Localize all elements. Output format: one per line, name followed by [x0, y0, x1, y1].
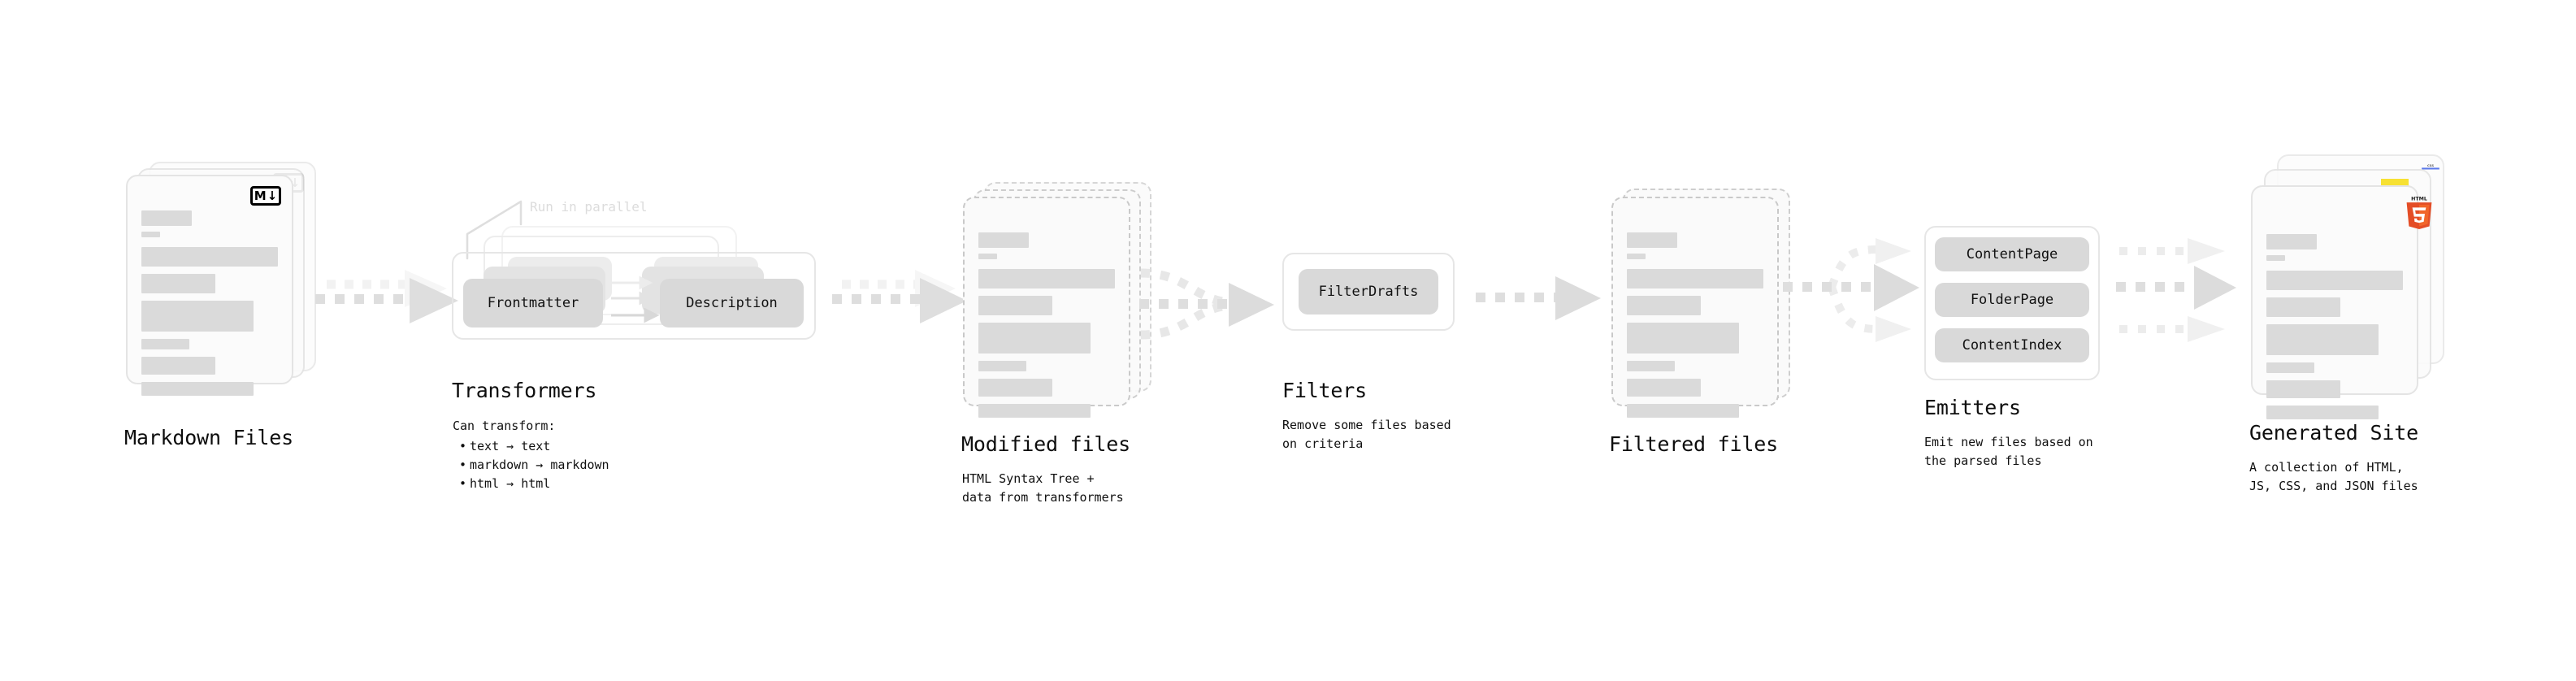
- transformer-inner-arrows: [611, 275, 660, 323]
- connector-modified-to-filters: [1139, 268, 1274, 340]
- modified-files-caption: HTML Syntax Tree + data from transformer…: [962, 471, 1124, 505]
- file-content-lines: [2266, 210, 2403, 419]
- markdown-icon: M ↓: [250, 186, 281, 206]
- run-in-parallel-label: Run in parallel: [530, 199, 648, 215]
- modified-file-front: [963, 197, 1130, 418]
- markdown-icon-letter: M: [254, 188, 267, 203]
- filters-group-box: [1282, 253, 1455, 331]
- stage-title-emitters: Emitters: [1924, 396, 2021, 419]
- stage-title-markdown-files: Markdown Files: [124, 426, 293, 449]
- parallel-brace: [466, 200, 523, 260]
- svg-text:CSS: CSS: [2427, 164, 2434, 167]
- file-content-lines: [1627, 221, 1763, 418]
- transform-item-text: text → text: [459, 437, 609, 456]
- generated-file-html: HTML: [2251, 185, 2432, 419]
- emitter-pill-folderpage[interactable]: FolderPage: [1935, 283, 2089, 317]
- transformer-pill-frontmatter[interactable]: Frontmatter: [463, 279, 603, 327]
- transformers-caption-list: text → text markdown → markdown html → h…: [459, 437, 609, 492]
- transformer-group-layer-1: [452, 252, 816, 340]
- transformer-pill-description[interactable]: Description: [660, 279, 804, 327]
- transform-item-markdown: markdown → markdown: [459, 456, 609, 475]
- emitter-pill-contentindex[interactable]: ContentIndex: [1935, 328, 2089, 362]
- svg-text:HTML: HTML: [2411, 196, 2427, 202]
- connector-filtered-to-emitters: [1783, 238, 1919, 342]
- stage-title-filters: Filters: [1282, 379, 1367, 402]
- stage-title-modified-files: Modified files: [961, 432, 1130, 456]
- connector-emitters-to-site: [2116, 238, 2236, 342]
- file-content-lines: [978, 221, 1115, 418]
- generated-site-caption: A collection of HTML, JS, CSS, and JSON …: [2249, 460, 2418, 493]
- transform-item-html: html → html: [459, 475, 609, 493]
- stage-title-transformers: Transformers: [452, 379, 597, 402]
- filters-caption: Remove some files based on criteria: [1282, 418, 1451, 451]
- filter-pill-filterdrafts[interactable]: FilterDrafts: [1299, 269, 1438, 314]
- emitter-pill-contentpage[interactable]: ContentPage: [1935, 237, 2089, 271]
- connector-filters-to-filtered: [1476, 276, 1601, 320]
- emitters-caption: Emit new files based on the parsed files: [1924, 435, 2093, 468]
- markdown-file-front: M ↓: [126, 175, 293, 396]
- file-content-lines: [141, 199, 278, 396]
- connector-transformers-to-modified: [832, 270, 967, 323]
- connector-markdown-to-transformers: [315, 270, 458, 323]
- stage-title-filtered-files: Filtered files: [1609, 432, 1778, 456]
- markdown-icon-arrow: ↓: [267, 188, 278, 203]
- transformers-caption-intro: Can transform:: [453, 419, 556, 433]
- filtered-file-front: [1611, 197, 1779, 418]
- emitters-group-box: [1924, 226, 2100, 380]
- stage-title-generated-site: Generated Site: [2249, 421, 2418, 445]
